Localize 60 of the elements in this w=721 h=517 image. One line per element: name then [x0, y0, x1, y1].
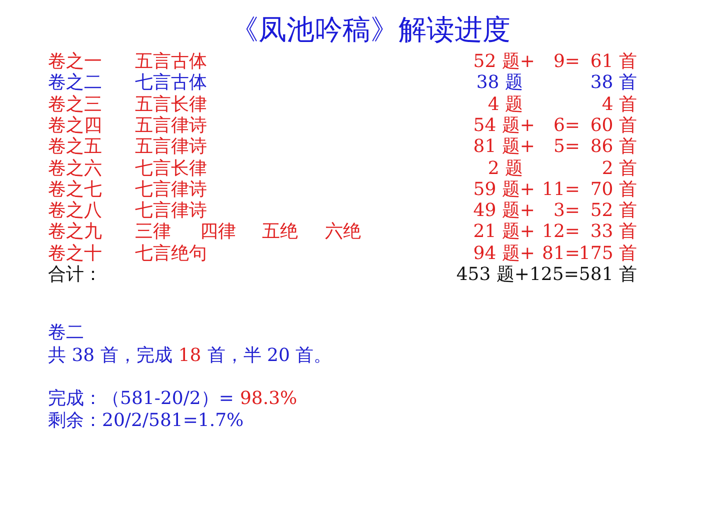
added-count: 11= [542, 178, 580, 200]
poem-total: 60 首 [590, 114, 637, 136]
title-count: 4 题 [488, 94, 523, 115]
genre-label: 五言律诗 [135, 114, 207, 136]
volume-label: 卷之九 [48, 221, 102, 242]
volume-label: 卷之三 [48, 94, 102, 115]
note-text: 首，半 20 首。 [207, 345, 332, 366]
volume-label: 卷之十 [48, 242, 102, 264]
added-count: 12= [542, 221, 580, 242]
added-count: 3= [553, 200, 580, 222]
volume-label: 卷之五 [48, 136, 102, 158]
volume-label: 卷之八 [48, 200, 102, 222]
poem-total: 86 首 [590, 136, 637, 158]
volume-label: 卷之七 [48, 178, 102, 200]
total-count: 453 题+125=581 首 [456, 264, 637, 285]
genre-label: 三律 [135, 221, 171, 242]
genre-label: 五绝 [262, 221, 298, 242]
note-text: 共 38 首，完成 [48, 345, 172, 366]
genre-label: 七言绝句 [135, 242, 207, 264]
document-title: 《凤池吟稿》解读进度 [230, 12, 512, 48]
title-count: 38 题 [476, 72, 523, 94]
poem-total: 2 首 [602, 158, 637, 178]
title-count: 81 题+ [473, 136, 535, 158]
highlighted-number: 18 [178, 345, 202, 366]
title-count: 52 题+ [473, 51, 535, 72]
genre-label: 五言律诗 [135, 136, 207, 158]
total-label: 合计： [48, 264, 102, 285]
genre-label: 六绝 [325, 221, 361, 242]
poem-total: 38 首 [590, 72, 637, 94]
genre-label: 七言律诗 [135, 178, 207, 200]
added-count: 6= [553, 114, 580, 136]
note-text: 完成：（581-20/2）= [48, 388, 234, 409]
genre-label: 七言古体 [135, 72, 207, 94]
genre-label: 五言长律 [135, 94, 207, 115]
highlighted-number: 98.3% [240, 388, 298, 409]
poem-total: 4 首 [602, 94, 637, 115]
genre-label: 四律 [200, 221, 236, 242]
poem-total: 70 首 [590, 178, 637, 200]
title-count: 59 题+ [473, 178, 535, 200]
added-count: 5= [553, 136, 580, 158]
volume-label: 卷之一 [48, 51, 102, 72]
poem-total: 175 首 [578, 242, 637, 264]
added-count: 81= [542, 242, 580, 264]
title-count: 2 题 [488, 158, 523, 178]
section-heading: 卷二 [48, 322, 84, 343]
note-text: 剩余：20/2/581=1.7% [48, 410, 244, 431]
volume-label: 卷之二 [48, 72, 102, 94]
volume-label: 卷之四 [48, 114, 102, 136]
title-count: 21 题+ [473, 221, 535, 242]
genre-label: 七言律诗 [135, 200, 207, 222]
poem-total: 33 首 [590, 221, 637, 242]
poem-total: 61 首 [590, 51, 637, 72]
volume-label: 卷之六 [48, 158, 102, 178]
poem-total: 52 首 [590, 200, 637, 222]
title-count: 94 题+ [473, 242, 535, 264]
title-count: 49 题+ [473, 200, 535, 222]
genre-label: 七言长律 [135, 158, 207, 178]
title-count: 54 题+ [473, 114, 535, 136]
added-count: 9= [553, 51, 580, 72]
genre-label: 五言古体 [135, 51, 207, 72]
